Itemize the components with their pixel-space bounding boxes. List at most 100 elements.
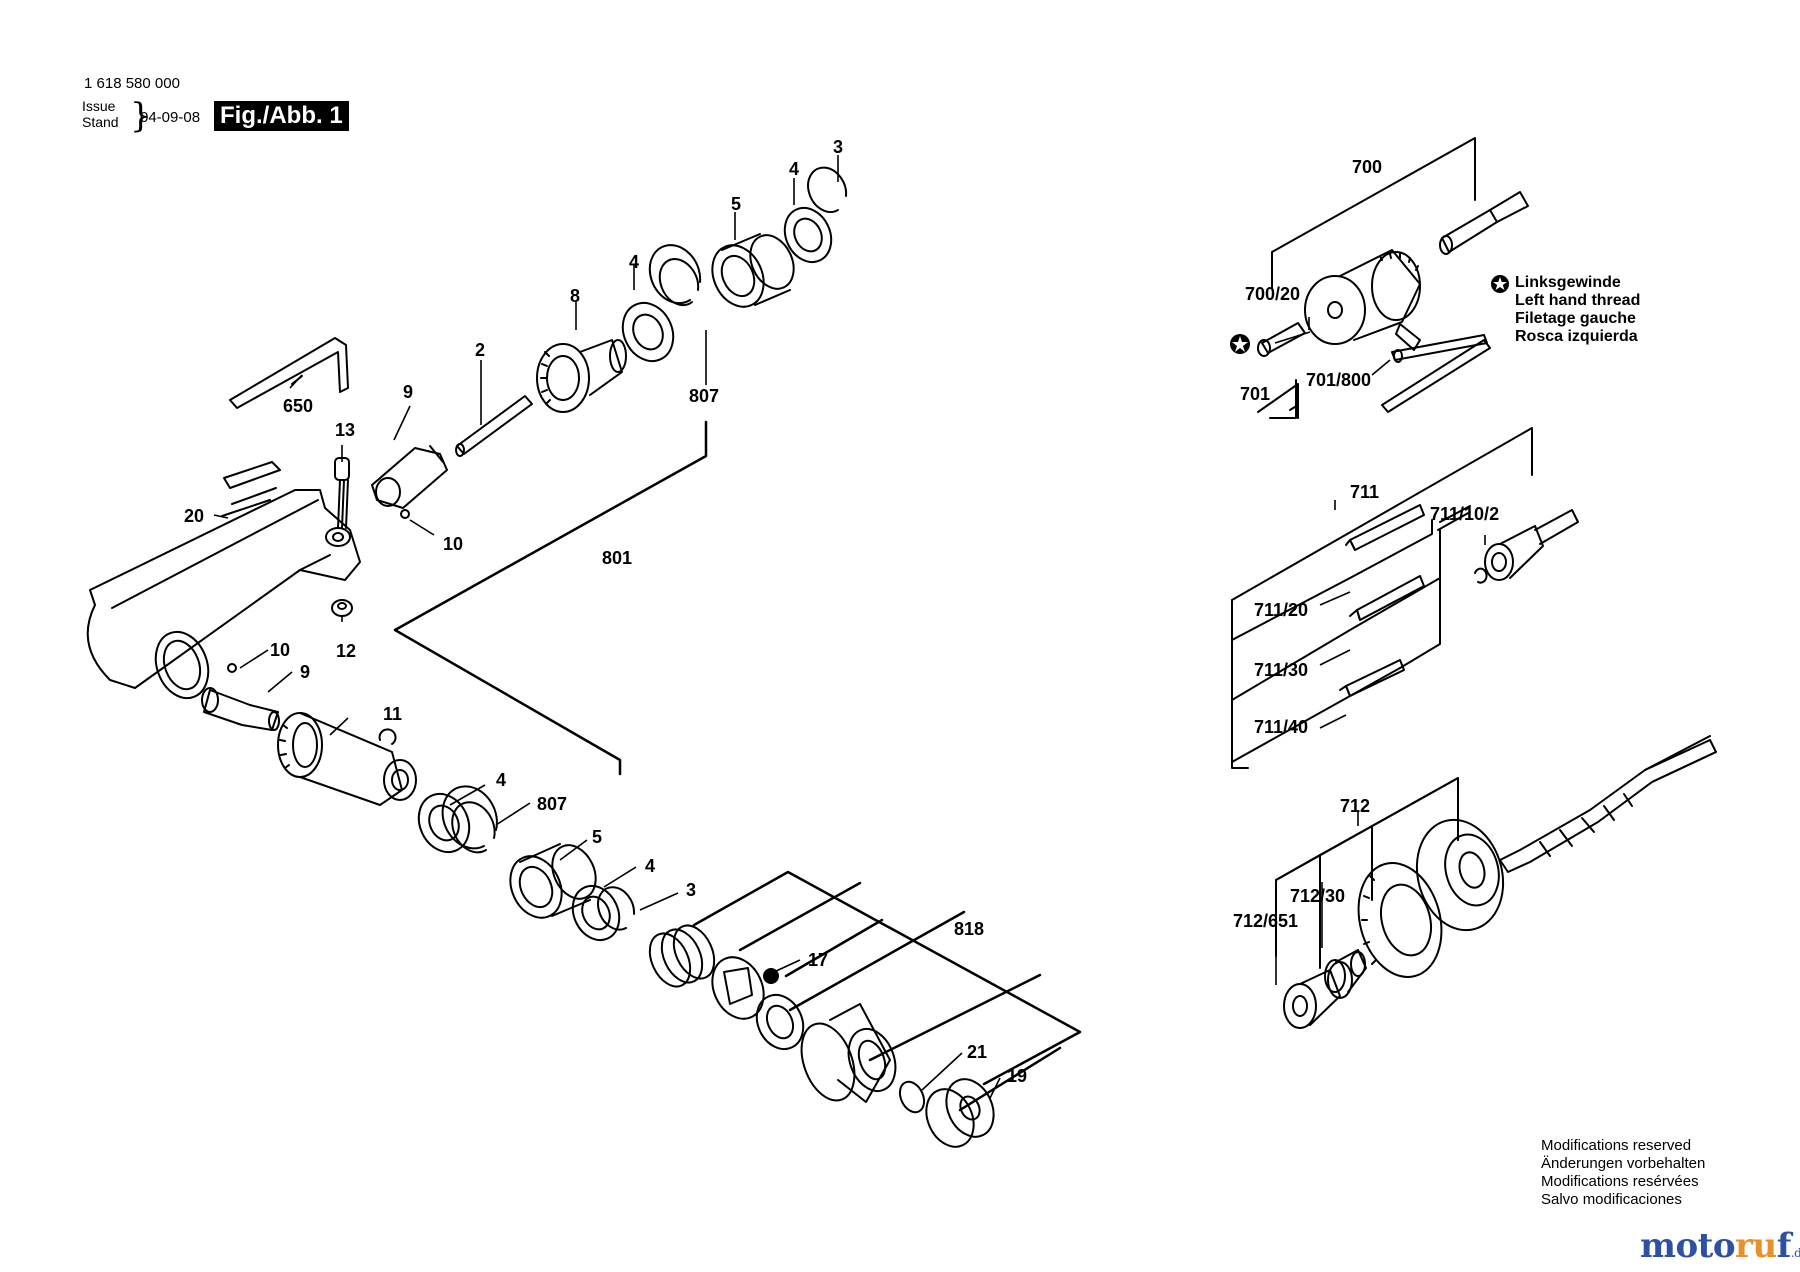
bracket-818	[692, 870, 1082, 1112]
label-4-upper-2: 4	[789, 159, 799, 179]
circlip-3-upper	[807, 166, 848, 213]
circlip-3-lower	[597, 886, 636, 931]
issue-date: 04-09-08	[140, 109, 201, 126]
legend-line-de: Linksgewinde	[1515, 274, 1621, 291]
modifications-line-de: Änderungen vorbehalten	[1541, 1155, 1706, 1172]
angle-housing-20	[86, 461, 361, 700]
circlip-807-upper	[648, 244, 702, 307]
legend-line-fr: Filetage gauche	[1515, 310, 1636, 327]
ball-10-upper	[400, 509, 410, 519]
screw-700-20	[1257, 322, 1306, 357]
bevel-gear-8	[536, 339, 627, 413]
watermark-accent: ru	[1735, 1226, 1777, 1266]
bit-set-711	[1231, 427, 1533, 769]
watermark-tld: .de	[1790, 1246, 1800, 1260]
washer-4-upper	[621, 301, 675, 363]
ball-10-lower	[227, 663, 237, 673]
leader-lines	[213, 155, 1486, 1099]
nut-19	[925, 1078, 995, 1148]
legend-line-es: Rosca izquierda	[1515, 328, 1638, 345]
label-711-40: 711/40	[1254, 717, 1308, 737]
label-5-lower: 5	[592, 827, 602, 847]
gear-ring-712	[1357, 862, 1443, 978]
nut-12	[331, 599, 353, 617]
label-11: 11	[383, 704, 402, 724]
sleeve	[800, 1003, 897, 1103]
label-4-upper: 4	[629, 252, 639, 272]
label-711: 711	[1350, 482, 1379, 502]
pin-9-upper	[371, 445, 448, 509]
label-807-lower: 807	[537, 794, 567, 814]
label-8: 8	[570, 286, 580, 306]
label-711-20: 711/20	[1254, 600, 1308, 620]
label-701: 701	[1240, 384, 1270, 404]
label-807-upper: 807	[689, 386, 719, 406]
label-700-20: 700/20	[1245, 284, 1300, 304]
watermark-tail: f	[1776, 1226, 1792, 1266]
label-711-10-2: 711/10/2	[1430, 504, 1499, 524]
issue-label: Issue	[82, 98, 116, 114]
label-10-upper: 10	[443, 534, 463, 554]
spindle-11	[277, 712, 417, 806]
stand-label: Stand	[82, 114, 119, 130]
label-19: 19	[1007, 1066, 1027, 1086]
chuck-key-701	[1289, 323, 1491, 419]
part-labels: 650 13 9 2 8 4 5 4 3 807 801 20 10 12 10…	[184, 137, 1499, 1086]
modifications-line-fr: Modifications resérvées	[1541, 1173, 1699, 1190]
sleeve-ring	[755, 993, 805, 1051]
left-hand-thread-legend: Linksgewinde Left hand thread Filetage g…	[1490, 274, 1640, 346]
label-711-30: 711/30	[1254, 660, 1308, 680]
label-20: 20	[184, 506, 204, 526]
label-701-800: 701/800	[1306, 370, 1371, 390]
label-650: 650	[283, 396, 313, 416]
watermark-main: moto	[1640, 1226, 1736, 1266]
sds-drill-bit	[1499, 735, 1717, 873]
modifications-line-en: Modifications reserved	[1541, 1137, 1692, 1154]
chuck-shank-700	[1439, 191, 1529, 255]
label-9-lower: 9	[300, 662, 310, 682]
pin-9-lower	[201, 687, 280, 731]
label-712: 712	[1340, 796, 1370, 816]
bracket-801	[393, 420, 708, 776]
o-ring-21	[898, 1080, 926, 1114]
label-818: 818	[954, 919, 984, 939]
tab-washer	[711, 956, 765, 1020]
label-2: 2	[475, 340, 485, 360]
star-circle-icon	[1491, 275, 1509, 293]
washer-4-lower-2	[571, 884, 621, 942]
label-700: 700	[1352, 157, 1382, 177]
label-10-lower: 10	[270, 640, 290, 660]
drive-pin-712-30	[1327, 949, 1367, 999]
label-5-upper: 5	[731, 194, 741, 214]
bit-tray-lines-711	[1231, 519, 1441, 763]
label-9-upper: 9	[403, 382, 413, 402]
figure-badge: Fig./Abb. 1	[214, 101, 349, 131]
chuck-disc-712	[1415, 818, 1505, 932]
star-circle-icon	[1230, 334, 1250, 354]
label-3-lower: 3	[686, 880, 696, 900]
washer-4-upper-2	[783, 206, 833, 264]
label-13: 13	[335, 420, 355, 440]
pin-2	[455, 395, 533, 457]
label-21: 21	[967, 1042, 987, 1062]
circlip-807-lower	[441, 785, 498, 854]
bit-adapter-711-10-2	[1474, 509, 1579, 584]
brace-symbol: }	[130, 96, 152, 136]
label-712-30: 712/30	[1290, 886, 1345, 906]
label-801: 801	[602, 548, 632, 568]
needle-bearing-5-lower	[509, 843, 597, 919]
legend-line-en: Left hand thread	[1515, 292, 1641, 309]
modifications-line-es: Salvo modificaciones	[1541, 1191, 1682, 1208]
label-17: 17	[808, 950, 828, 970]
label-3-upper: 3	[833, 137, 843, 157]
drill-chuck-700	[1271, 137, 1476, 345]
watermark-logo: motoruf.de	[1640, 1226, 1800, 1266]
issue-stand-labels: Issue Stand	[82, 98, 119, 130]
label-712-651: 712/651	[1233, 911, 1298, 931]
label-4-lower-2: 4	[645, 856, 655, 876]
document-number: 1 618 580 000	[84, 75, 180, 92]
label-4-lower: 4	[496, 770, 506, 790]
spring-818	[648, 924, 716, 988]
